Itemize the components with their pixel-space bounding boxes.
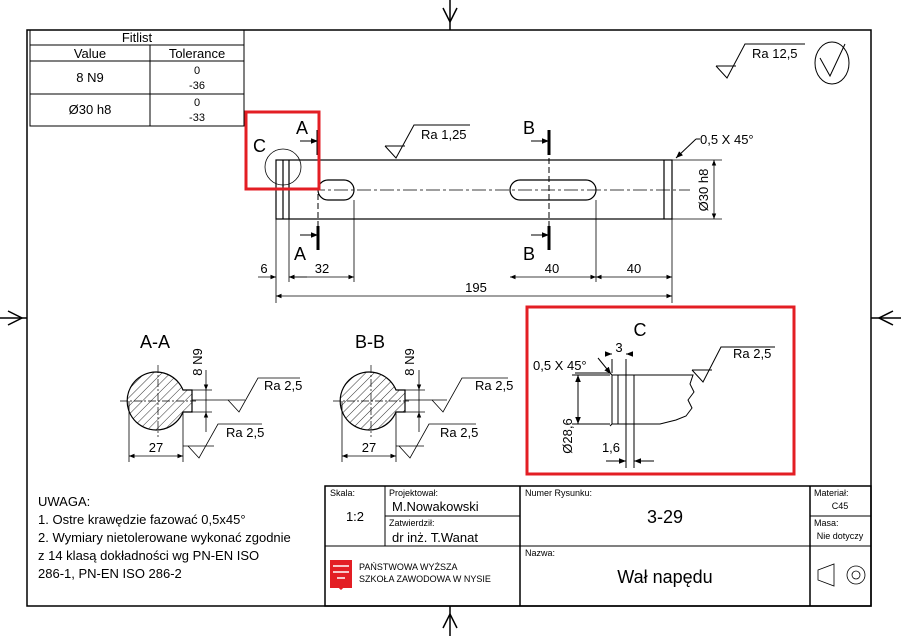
diameter-label: Ø30 h8 bbox=[696, 169, 711, 212]
fitlist-row-lower: -36 bbox=[189, 80, 205, 92]
school-name-line1: PAŃSTWOWA WYŻSZA bbox=[359, 562, 458, 572]
shaft-ra-label: Ra 1,25 bbox=[421, 127, 467, 142]
mass-label: Masa: bbox=[814, 518, 839, 528]
material-value: C45 bbox=[832, 501, 849, 511]
section-aa-title: A-A bbox=[140, 332, 170, 352]
designer-label: Projektował: bbox=[389, 488, 438, 498]
notes-line: z 14 klasą dokładności wg PN-EN ISO bbox=[38, 548, 259, 563]
detail-c-circle bbox=[264, 148, 302, 186]
section-b-label-top: B bbox=[523, 118, 535, 138]
detail-c-label: C bbox=[253, 136, 266, 156]
detail-c-diameter: Ø28,6 bbox=[560, 418, 575, 453]
part-name: Wał napędu bbox=[617, 567, 712, 587]
notes-title: UWAGA: bbox=[38, 494, 90, 509]
title-block bbox=[324, 485, 872, 607]
section-aa-key-width: 8 N9 bbox=[190, 348, 205, 375]
detail-c-chamfer: 0,5 X 45° bbox=[533, 358, 587, 373]
section-aa-ra-bottom: Ra 2,5 bbox=[226, 425, 264, 440]
section-bb-ra-bottom: Ra 2,5 bbox=[440, 425, 478, 440]
section-a-label-top: A bbox=[296, 118, 308, 138]
section-bb-depth: 27 bbox=[362, 440, 376, 455]
highlight-box bbox=[244, 110, 321, 191]
section-aa-view: 8 N9 27 Ra 2,5 Ra 2,5 bbox=[120, 348, 302, 462]
notes-line: 2. Wymiary nietolerowane wykonać zgodnie bbox=[38, 530, 291, 545]
dim-6: 6 bbox=[260, 261, 267, 276]
dim-40: 40 bbox=[627, 261, 641, 276]
chamfer-label: 0,5 X 45° bbox=[700, 132, 754, 147]
section-bb-view: 8 N9 27 Ra 2,5 Ra 2,5 bbox=[333, 348, 513, 462]
general-surface-finish bbox=[715, 41, 850, 85]
fitlist-row-value: 8 N9 bbox=[76, 70, 103, 85]
school-name-line2: SZKOŁA ZAWODOWA W NYSIE bbox=[359, 574, 491, 584]
drawing-no-label: Numer Rysunku: bbox=[525, 488, 592, 498]
linear-dimensions bbox=[258, 200, 673, 303]
shaft-main-view bbox=[275, 159, 673, 220]
diameter-dimension bbox=[672, 159, 722, 220]
projection-symbol-icon bbox=[817, 563, 866, 587]
detail-c-view: C 0,5 X 45° 3 Ø28,6 1,6 Ra 2,5 bbox=[525, 305, 796, 476]
notes-block: UWAGA: 1. Ostre krawędzie fazować 0,5x45… bbox=[38, 494, 291, 581]
section-lines bbox=[300, 130, 551, 250]
notes-line: 286-1, PN-EN ISO 286-2 bbox=[38, 566, 182, 581]
section-aa-depth: 27 bbox=[149, 440, 163, 455]
section-bb-key-width: 8 N9 bbox=[402, 348, 417, 375]
section-aa-ra-side: Ra 2,5 bbox=[264, 378, 302, 393]
dim-195: 195 bbox=[465, 280, 487, 295]
fitlist-table: Fitlist Value Tolerance 8 N9 0 -36 Ø30 h… bbox=[29, 29, 245, 127]
notes-line: 1. Ostre krawędzie fazować 0,5x45° bbox=[38, 512, 246, 527]
drawing-number: 3-29 bbox=[647, 507, 683, 527]
approver-name: dr inż. T.Wanat bbox=[392, 530, 478, 545]
shaft-surface-finish bbox=[384, 124, 470, 159]
part-name-label: Nazwa: bbox=[525, 548, 555, 558]
fitlist-row-upper: 0 bbox=[194, 65, 200, 77]
mass-value: Nie dotyczy bbox=[817, 531, 864, 541]
fitlist-row-lower: -33 bbox=[189, 112, 205, 124]
section-b-label-bottom: B bbox=[523, 244, 535, 264]
fitlist-col-tolerance: Tolerance bbox=[169, 46, 225, 61]
designer-name: M.Nowakowski bbox=[392, 499, 479, 514]
school-logo bbox=[330, 560, 352, 590]
fitlist-title: Fitlist bbox=[122, 30, 153, 45]
detail-c-dim-3: 3 bbox=[615, 340, 622, 355]
scale-value: 1:2 bbox=[346, 509, 364, 524]
section-bb-title: B-B bbox=[355, 332, 385, 352]
detail-c-title: C bbox=[634, 320, 647, 340]
dim-40: 40 bbox=[545, 261, 559, 276]
fitlist-row-value: Ø30 h8 bbox=[69, 102, 112, 117]
general-ra-label: Ra 12,5 bbox=[752, 46, 798, 61]
material-label: Materiał: bbox=[814, 488, 849, 498]
fitlist-row-upper: 0 bbox=[194, 97, 200, 109]
section-a-label-bottom: A bbox=[294, 244, 306, 264]
section-bb-ra-side: Ra 2,5 bbox=[475, 378, 513, 393]
fitlist-col-value: Value bbox=[74, 46, 106, 61]
detail-c-dim-1-6: 1,6 bbox=[602, 440, 620, 455]
approver-label: Zatwierdził: bbox=[389, 518, 435, 528]
dim-32: 32 bbox=[315, 261, 329, 276]
detail-c-ra: Ra 2,5 bbox=[733, 346, 771, 361]
chamfer-leader bbox=[675, 138, 700, 159]
scale-label: Skala: bbox=[330, 488, 355, 498]
